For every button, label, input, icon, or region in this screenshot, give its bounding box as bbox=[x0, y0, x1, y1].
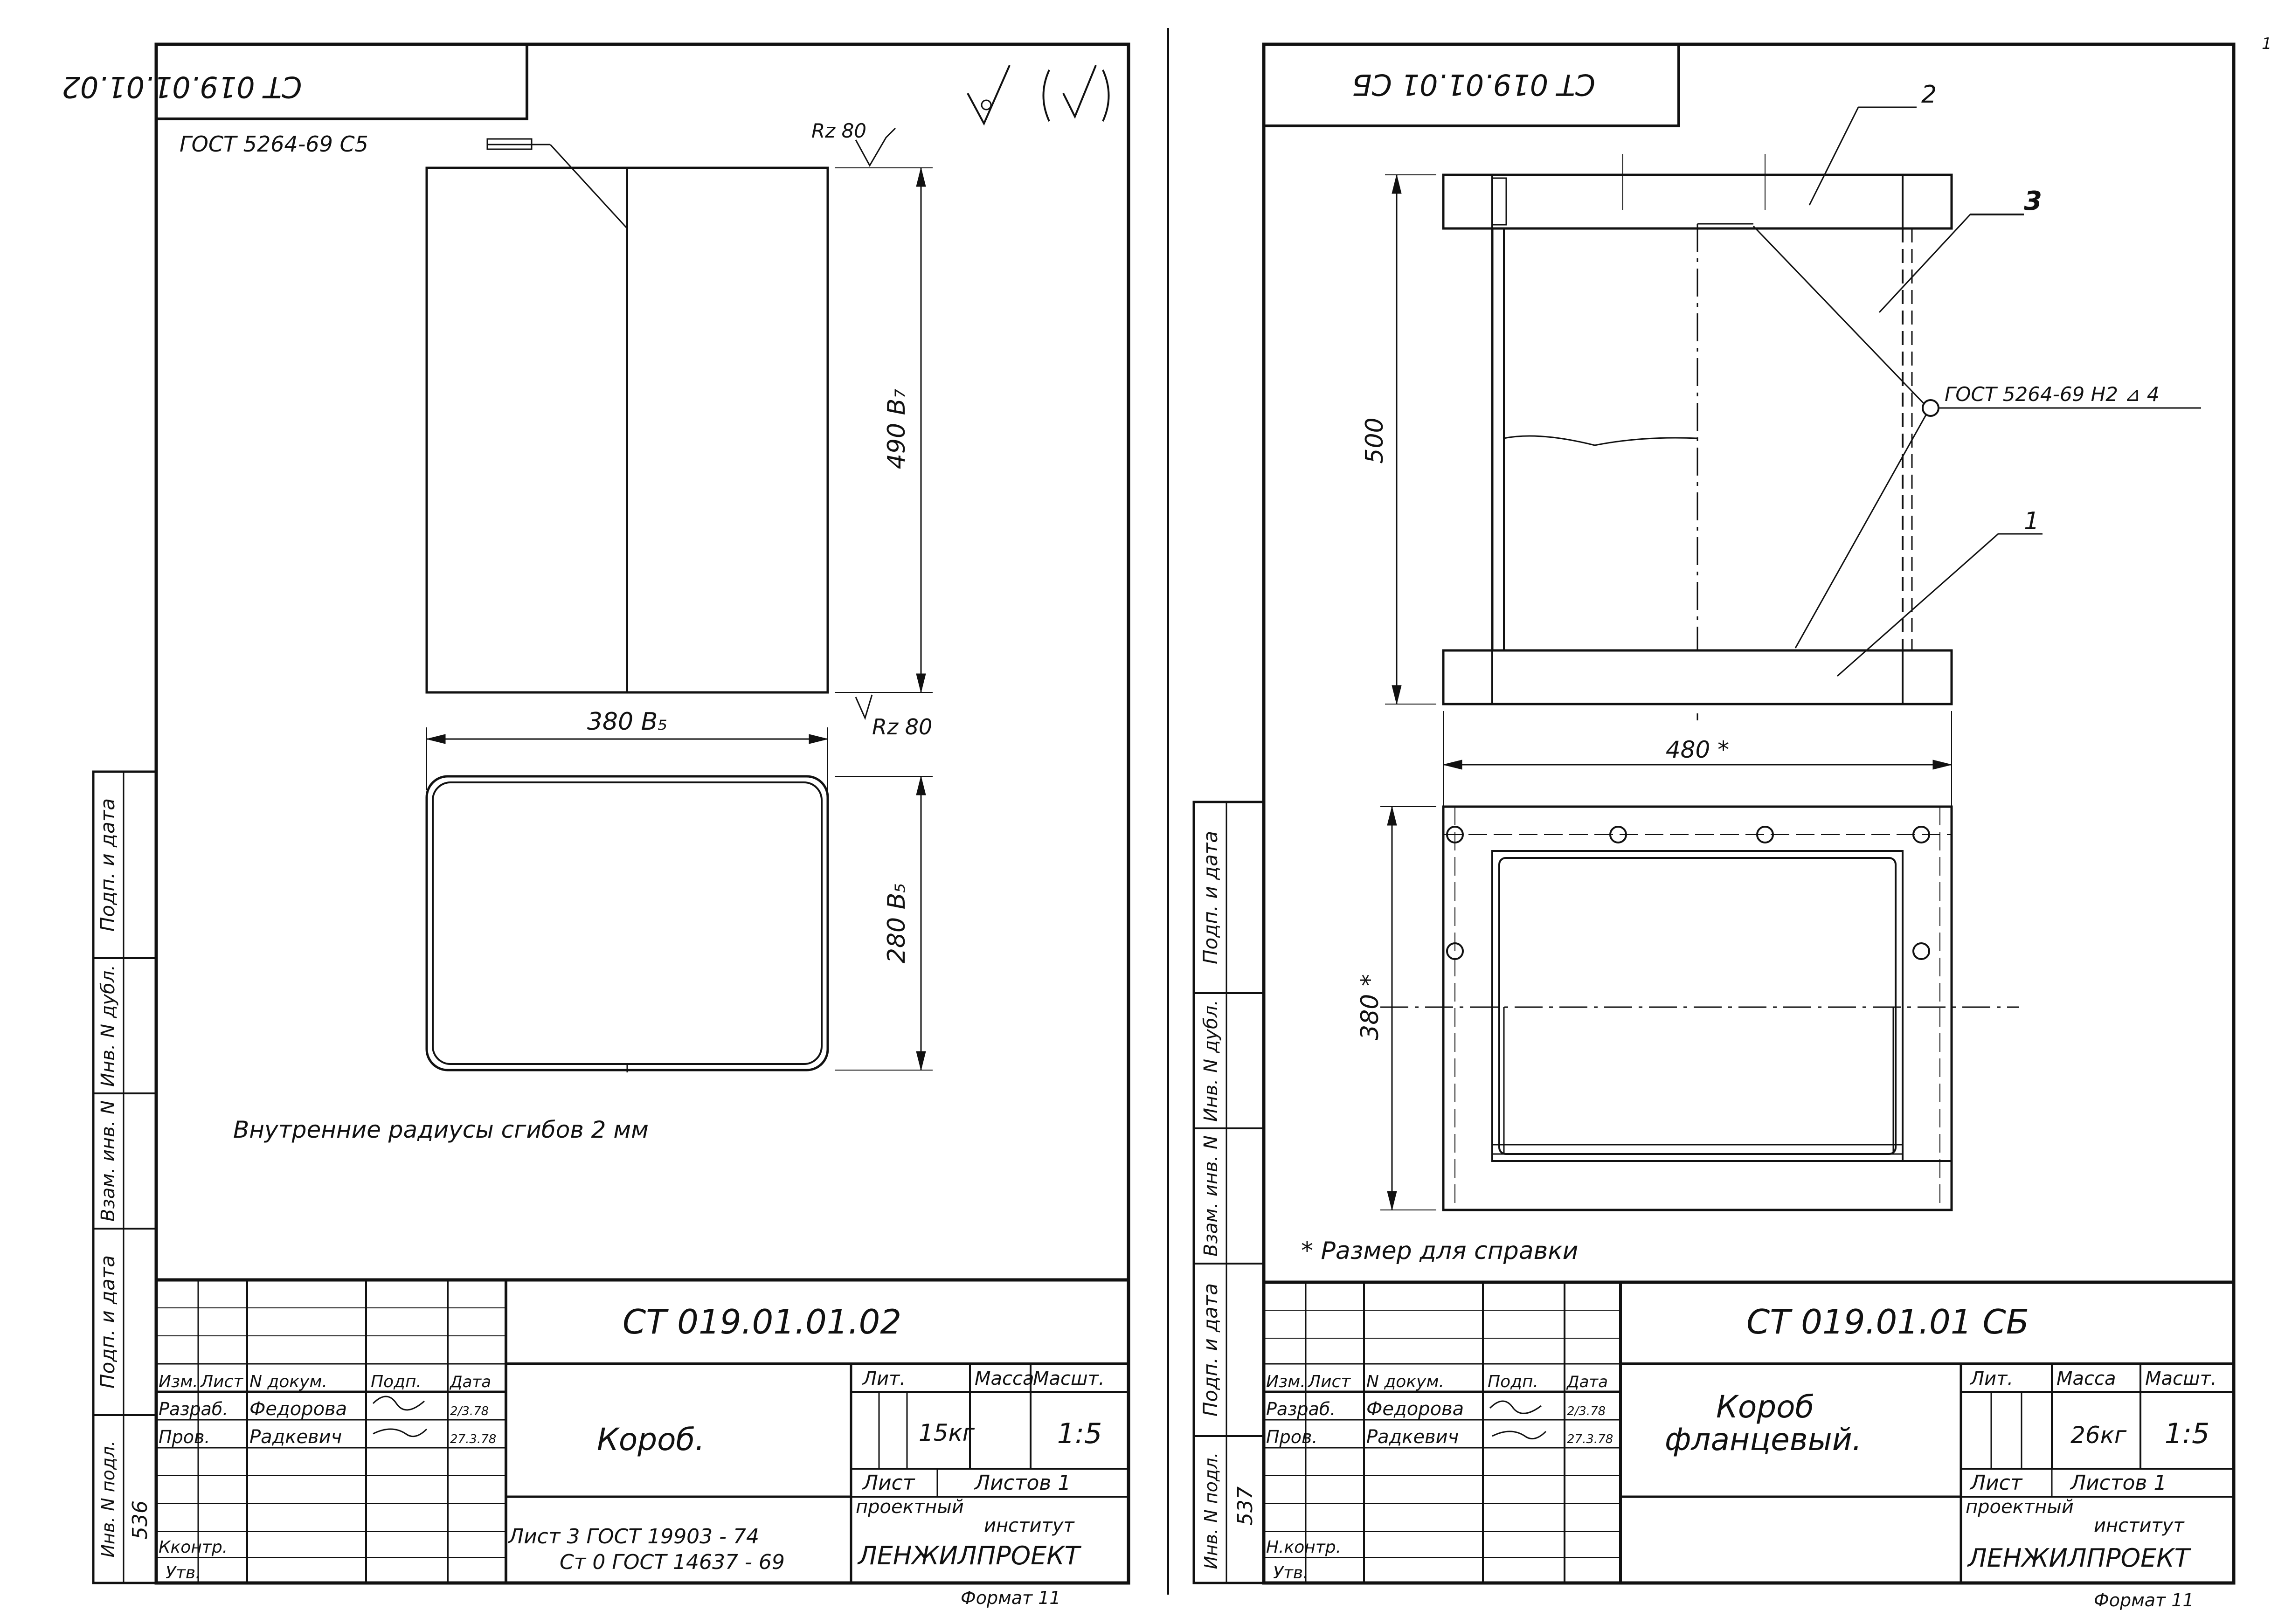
right-strip-vzam-inv: Взам. инв. N bbox=[1200, 1135, 1222, 1257]
right-pos-3: 3 bbox=[2024, 186, 2042, 216]
left-title: Короб. bbox=[597, 1422, 705, 1458]
left-mass: 15кг bbox=[919, 1419, 975, 1446]
right-format-note: Формат 11 bbox=[2094, 1590, 2194, 1610]
left-tb-checker: Радкевич bbox=[249, 1426, 342, 1448]
left-scale: 1:5 bbox=[1057, 1417, 1102, 1450]
right-tb-sheet: Лист bbox=[1969, 1471, 2023, 1495]
right-strip-podp-data: Подп. и дата bbox=[1199, 831, 1222, 964]
left-tb-org1: проектный bbox=[856, 1496, 964, 1518]
right-dim-width: 480 * bbox=[1666, 736, 1729, 763]
right-tb-nkontr: Н.контр. bbox=[1266, 1538, 1341, 1557]
left-tb-ndoc: N докум. bbox=[249, 1372, 327, 1391]
right-tb-date-dev: 2/3.78 bbox=[1567, 1404, 1606, 1418]
left-tb-data: Дата bbox=[449, 1373, 491, 1391]
right-tb-utv: Утв. bbox=[1273, 1563, 1309, 1583]
right-title-1: Короб bbox=[1716, 1389, 1814, 1425]
right-tb-podp: Подп. bbox=[1488, 1372, 1538, 1391]
left-inv-number: 536 bbox=[128, 1500, 152, 1540]
left-strip-inv-podl: Инв. N подл. bbox=[98, 1440, 118, 1557]
left-mirrored-stamp: СТ 019.01.01.02 bbox=[62, 70, 302, 104]
right-tb-checker: Радкевич bbox=[1366, 1426, 1459, 1448]
left-material-1: Лист 3 ГОСТ 19903 - 74 bbox=[507, 1525, 759, 1548]
left-roughness-right: Rz 80 bbox=[872, 714, 932, 739]
left-tb-nkontr: Кконтр. bbox=[159, 1538, 228, 1557]
right-tb-org2: институт bbox=[2094, 1515, 2185, 1536]
left-tb-date-check: 27.3.78 bbox=[450, 1432, 496, 1446]
right-sheet bbox=[1192, 42, 2236, 1585]
left-weld-note: ГОСТ 5264-69 С5 bbox=[180, 131, 368, 157]
right-dim-height: 500 bbox=[1361, 417, 1389, 463]
left-tb-utv: Утв. bbox=[166, 1563, 201, 1583]
left-strip-podp-data-2: Подп. и дата bbox=[96, 1255, 119, 1389]
left-tb-podp: Подп. bbox=[371, 1372, 422, 1391]
right-mass: 26кг bbox=[2070, 1422, 2127, 1449]
right-tb-org3: ЛЕНЖИЛПРОЕКТ bbox=[1967, 1543, 2192, 1573]
right-title-2: фланцевый. bbox=[1665, 1422, 1862, 1458]
left-tb-sheet: Лист bbox=[862, 1471, 915, 1495]
left-tb-sheets: Листов 1 bbox=[974, 1471, 1071, 1495]
right-pos-1: 1 bbox=[2024, 507, 2039, 535]
left-tb-razrab: Разраб. bbox=[159, 1399, 228, 1419]
left-dim-depth: 280 В₅ bbox=[883, 883, 911, 963]
left-material-2: Ст 0 ГОСТ 14637 - 69 bbox=[560, 1550, 785, 1574]
right-tb-masht: Масшт. bbox=[2145, 1368, 2217, 1389]
left-note: Внутренние радиусы сгибов 2 мм bbox=[233, 1116, 649, 1143]
left-sheet bbox=[92, 42, 1130, 1585]
right-strip-inv-podl: Инв. N подл. bbox=[1201, 1452, 1221, 1569]
right-tb-razrab: Разраб. bbox=[1266, 1399, 1336, 1419]
right-inv-number: 537 bbox=[1233, 1486, 1257, 1526]
left-strip-vzam-inv: Взам. инв. N bbox=[97, 1100, 119, 1222]
left-tb-org3: ЛЕНЖИЛПРОЕКТ bbox=[857, 1541, 1082, 1570]
right-tb-prov: Пров. bbox=[1266, 1427, 1317, 1447]
left-tb-masht: Масшт. bbox=[1033, 1368, 1105, 1389]
left-tb-izm: Изм. bbox=[159, 1372, 198, 1391]
left-designation: СТ 019.01.01.02 bbox=[623, 1302, 901, 1341]
right-tb-izm: Изм. bbox=[1266, 1372, 1306, 1391]
right-tb-data: Дата bbox=[1566, 1373, 1608, 1391]
right-tb-org1: проектный bbox=[1966, 1496, 2074, 1518]
right-designation: СТ 019.01.01 СБ bbox=[1746, 1302, 2029, 1341]
right-weld-note: ГОСТ 5264-69 Н2 ⊿ 4 bbox=[1945, 383, 2160, 406]
right-note: * Размер для справки bbox=[1301, 1237, 1578, 1265]
right-tb-developer: Федорова bbox=[1366, 1398, 1464, 1420]
left-strip-podp-data: Подп. и дата bbox=[96, 798, 119, 932]
left-tb-massa: Масса bbox=[975, 1368, 1034, 1389]
left-format-note: Формат 11 bbox=[961, 1588, 1061, 1608]
left-signatures bbox=[372, 1396, 428, 1437]
right-dim-depth: 380 * bbox=[1356, 974, 1384, 1040]
left-tb-prov: Пров. bbox=[159, 1427, 210, 1447]
left-tb-lit: Лит. bbox=[862, 1368, 906, 1389]
right-pos-2: 2 bbox=[1921, 81, 1937, 109]
corner-mark: 1 bbox=[2262, 35, 2272, 53]
right-scale: 1:5 bbox=[2165, 1417, 2210, 1450]
right-tb-sheets: Листов 1 bbox=[2070, 1471, 2167, 1495]
right-strip-inv-dubl: Инв. N дубл. bbox=[1200, 1000, 1222, 1122]
right-tb-list: Лист bbox=[1307, 1372, 1351, 1391]
right-signatures bbox=[1489, 1400, 1547, 1440]
left-roughness-top: Rz 80 bbox=[811, 119, 866, 142]
right-tb-ndoc: N докум. bbox=[1366, 1372, 1444, 1391]
left-strip-inv-dubl: Инв. N дубл. bbox=[97, 965, 119, 1087]
right-tb-date-check: 27.3.78 bbox=[1567, 1432, 1613, 1446]
left-tb-date-dev: 2/3.78 bbox=[450, 1404, 489, 1418]
right-tb-massa: Масса bbox=[2056, 1368, 2116, 1389]
left-dim-height: 490 В₇ bbox=[883, 389, 911, 469]
left-tb-org2: институт bbox=[984, 1515, 1075, 1536]
left-tb-developer: Федорова bbox=[249, 1398, 347, 1420]
left-dim-width: 380 В₅ bbox=[587, 708, 667, 736]
right-mirrored-stamp: СТ 019.01.01 СБ bbox=[1352, 68, 1595, 102]
left-tb-list: Лист bbox=[200, 1372, 243, 1391]
right-tb-lit: Лит. bbox=[1969, 1368, 2013, 1389]
right-strip-podp-data-2: Подп. и дата bbox=[1199, 1283, 1222, 1417]
